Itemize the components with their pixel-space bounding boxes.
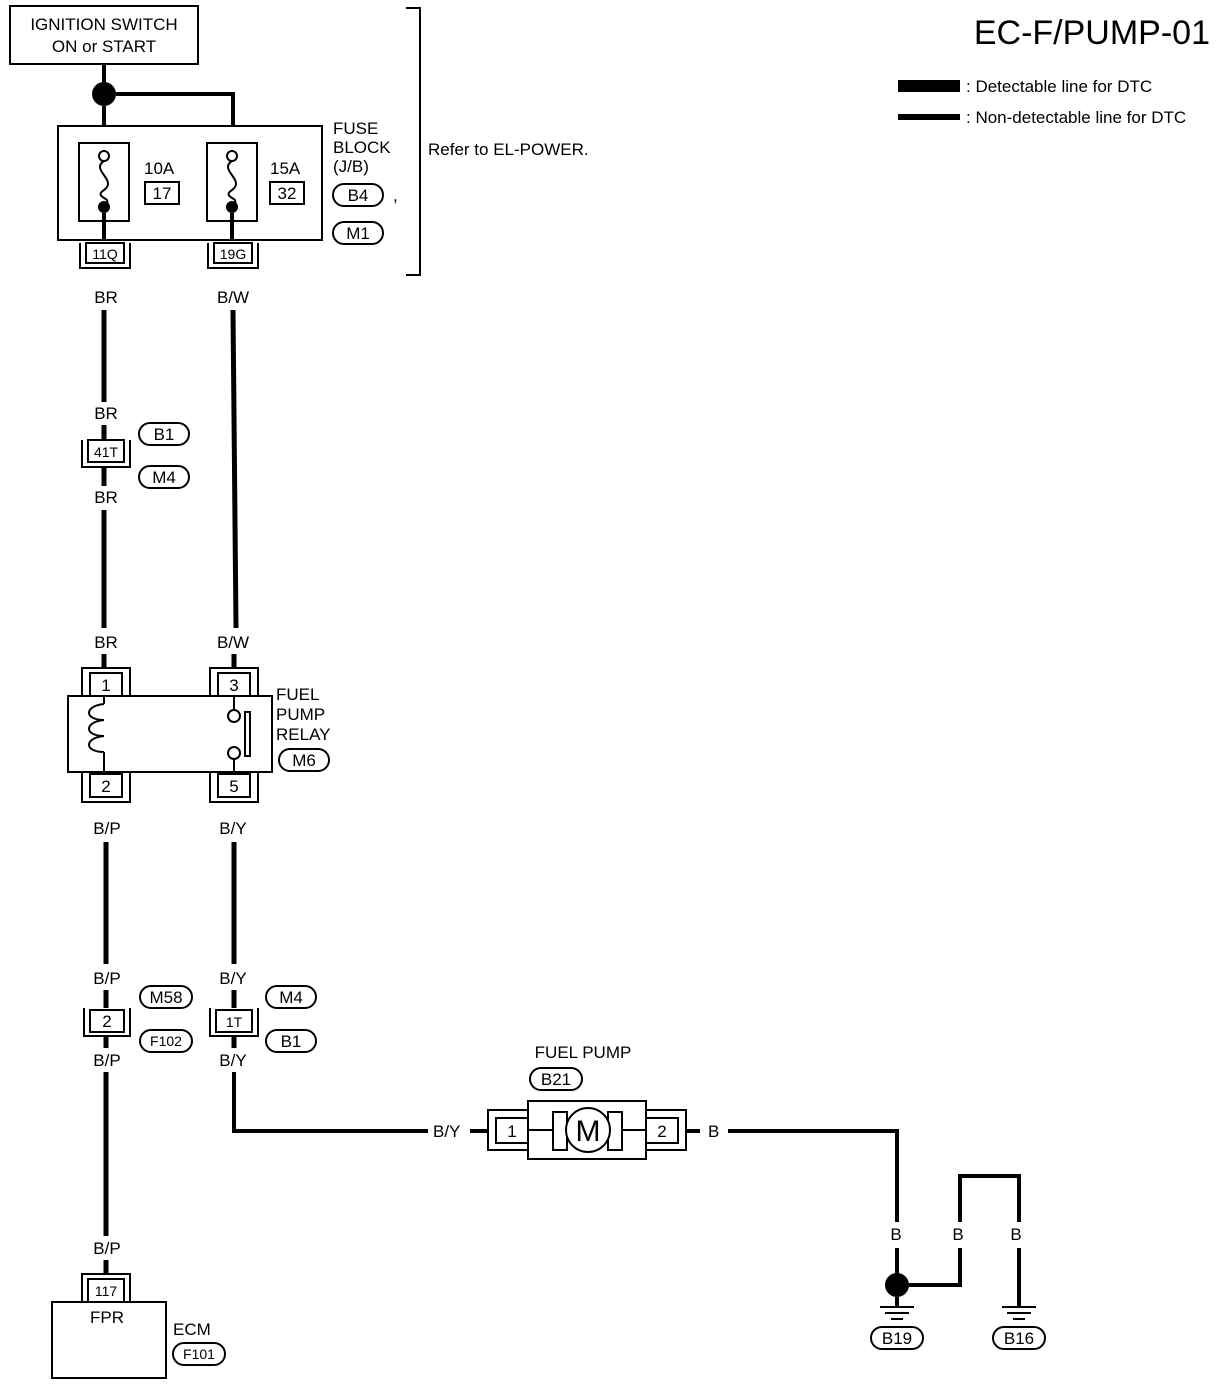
- wire-label-by-4: B/Y: [433, 1122, 460, 1141]
- conn-m4-capsule-lower: [265, 985, 317, 1009]
- ignition-switch: IGNITION SWITCH ON or START: [9, 5, 199, 65]
- joint-connector-2: 2: [83, 1008, 131, 1037]
- conn-m58-capsule: [139, 985, 193, 1009]
- fuel-pump-relay: 1 3 2 5: [67, 654, 273, 803]
- conn-b1-lower: B1: [281, 1032, 302, 1051]
- conn-b4: B4: [348, 186, 369, 205]
- conn-b19-capsule: [870, 1326, 924, 1350]
- ignition-line2: ON or START: [52, 37, 156, 56]
- conn-b1-capsule-upper: [138, 422, 190, 446]
- ground-icon-b19: [880, 1306, 914, 1320]
- conn-b4-capsule: [332, 183, 384, 207]
- fuse-17-number: 17: [153, 184, 172, 203]
- conn-b21: B21: [541, 1070, 571, 1089]
- conn-b16: B16: [1004, 1329, 1034, 1348]
- svg-text:41T: 41T: [94, 444, 119, 460]
- wire-label-by-3: B/Y: [219, 1051, 246, 1070]
- conn-m58: M58: [149, 988, 182, 1007]
- power-bracket: [406, 7, 421, 276]
- conn-f101: F101: [183, 1346, 215, 1362]
- conn-f102-capsule: [139, 1029, 193, 1053]
- conn-m1: M1: [346, 224, 370, 243]
- splice-dot-ignition: [92, 82, 116, 106]
- svg-text:1T: 1T: [226, 1014, 243, 1030]
- legend-detectable-text: : Detectable line for DTC: [966, 77, 1152, 96]
- conn-comma: ,: [393, 186, 398, 205]
- conn-f101-capsule: [172, 1342, 226, 1366]
- terminal-11q: 11Q: [79, 242, 131, 269]
- wire-label-bp-3: B/P: [93, 1051, 120, 1070]
- legend-non-detectable-swatch: [898, 114, 960, 120]
- terminal-19g: 19G: [207, 242, 259, 269]
- relay-label-3: RELAY: [276, 725, 331, 744]
- conn-b1-upper: B1: [154, 425, 175, 444]
- wire-label-b-1: B: [708, 1122, 719, 1141]
- svg-text:19G: 19G: [220, 246, 246, 262]
- fuse-block-label-1: FUSE: [333, 119, 378, 138]
- fuse-32-number: 32: [278, 184, 297, 203]
- conn-m4-upper: M4: [152, 468, 176, 487]
- wire-label-by-1: B/Y: [219, 819, 246, 838]
- svg-text:117: 117: [95, 1283, 118, 1299]
- wire-label-br-4: BR: [94, 633, 118, 652]
- svg-text:2: 2: [102, 1012, 111, 1031]
- svg-text:2: 2: [657, 1122, 666, 1141]
- ignition-line1: IGNITION SWITCH: [30, 15, 177, 34]
- svg-text:1: 1: [507, 1122, 516, 1141]
- refer-el-power: Refer to EL-POWER.: [428, 140, 589, 159]
- conn-m4-lower: M4: [279, 988, 303, 1007]
- wire-label-bw-1: B/W: [217, 288, 249, 307]
- wire-label-by-2: B/Y: [219, 969, 246, 988]
- fuse-17-amps: 10A: [144, 159, 175, 178]
- ecm: 117 FPR: [51, 1273, 167, 1379]
- fuel-pump: 1 M 2: [487, 1100, 687, 1160]
- splice-dot-ground: [885, 1273, 909, 1297]
- conn-b1-capsule-lower: [265, 1029, 317, 1053]
- fuse-32-amps: 15A: [270, 159, 301, 178]
- svg-text:11Q: 11Q: [92, 246, 118, 262]
- wire-label-b-3: B: [952, 1225, 963, 1244]
- fuse-block-label-3: (J/B): [333, 157, 369, 176]
- joint-connector-41t: 41T: [81, 439, 131, 468]
- conn-m1-capsule: [332, 221, 384, 245]
- fuse-block-label-2: BLOCK: [333, 138, 391, 157]
- conn-m6-capsule: [278, 748, 330, 772]
- wire-label-b-4: B: [1010, 1225, 1021, 1244]
- conn-m6: M6: [292, 751, 316, 770]
- svg-text:2: 2: [101, 777, 110, 796]
- conn-b16-capsule: [992, 1326, 1046, 1350]
- svg-text:3: 3: [229, 676, 238, 695]
- wire-label-br-3: BR: [94, 488, 118, 507]
- fuel-pump-label: FUEL PUMP: [535, 1043, 632, 1062]
- legend-non-detectable-text: : Non-detectable line for DTC: [966, 108, 1186, 127]
- ecm-label: ECM: [173, 1320, 211, 1339]
- conn-f102: F102: [150, 1033, 182, 1049]
- svg-text:M: M: [576, 1115, 601, 1148]
- conn-m4-capsule-upper: [138, 465, 190, 489]
- wire-label-br-1: BR: [94, 288, 118, 307]
- joint-connector-1t: 1T: [209, 1008, 259, 1037]
- relay-label-1: FUEL: [276, 685, 319, 704]
- fuse-block: 10A 17 15A 32: [57, 125, 323, 241]
- wire-label-br-2: BR: [94, 404, 118, 423]
- conn-b21-capsule: [529, 1067, 583, 1091]
- wire-label-bp-1: B/P: [93, 819, 120, 838]
- diagram-title: EC-F/PUMP-01: [974, 14, 1210, 52]
- wire-label-b-2: B: [890, 1225, 901, 1244]
- legend-detectable-swatch: [898, 80, 960, 92]
- wire-label-bp-2: B/P: [93, 969, 120, 988]
- ecm-pin-fpr: FPR: [90, 1308, 124, 1327]
- svg-text:5: 5: [229, 777, 238, 796]
- conn-b19: B19: [882, 1329, 912, 1348]
- svg-text:1: 1: [101, 676, 110, 695]
- wire-label-bp-4: B/P: [93, 1239, 120, 1258]
- relay-label-2: PUMP: [276, 705, 325, 724]
- wire-label-bw-2: B/W: [217, 633, 249, 652]
- fuel-pump-motor-symbol: [565, 1107, 611, 1153]
- legend: : Detectable line for DTC : Non-detectab…: [898, 77, 1186, 127]
- ground-icon-b16: [1002, 1306, 1036, 1320]
